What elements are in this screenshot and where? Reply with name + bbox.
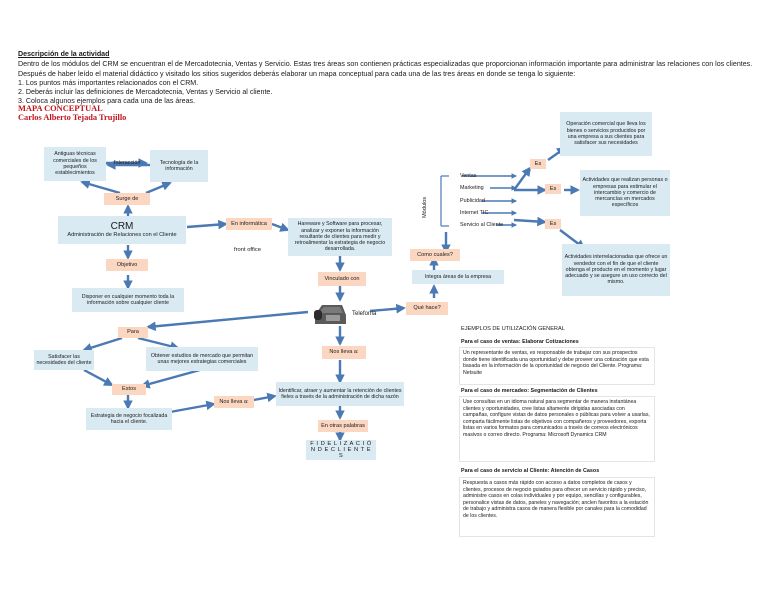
es-label-servicio: Es — [545, 219, 561, 229]
description-line-4: 2. Deberás incluir las definiciones de M… — [18, 88, 273, 96]
description-line-3: 1. Los puntos más importantes relacionad… — [18, 79, 199, 87]
crm-box: CRM Administración de Relaciones con el … — [58, 216, 186, 244]
crm-subtitle: Administración de Relaciones con el Clie… — [67, 232, 177, 239]
identificar-box: Identificar, atraer y aumentar la retenc… — [276, 382, 404, 406]
como-cuales-label: Como cuales? — [410, 249, 460, 261]
antiguas-tecnicas-box: Antiguas técnicas comerciales de los peq… — [44, 147, 106, 181]
ventas-example-text: Un representante de ventas, es responsab… — [459, 347, 655, 385]
telefonia-label: Telefonía — [352, 311, 377, 317]
objetivo-label: Objetivo — [106, 259, 148, 271]
def-ventas-box: Operación comercial que lleva los bienes… — [560, 112, 652, 156]
examples-heading: EJEMPLOS DE UTILIZACIÓN GENERAL — [461, 326, 565, 332]
activity-heading: Descripción de la actividad — [18, 50, 110, 58]
ventas-example-heading: Para el caso de ventas: Elaborar Cotizac… — [461, 339, 579, 345]
module-internet-tic: Internet TIC — [460, 210, 489, 216]
mercadeo-example-heading: Para el caso de mercadeo: Segmentación d… — [461, 388, 598, 394]
integra-areas-box: Integra áreas de la empresa — [412, 270, 504, 284]
en-informatica-label: En informática — [226, 218, 272, 230]
modulos-label: Módulos — [422, 196, 428, 218]
obtener-estudios-box: Obtener estudios de mercado que permitan… — [146, 347, 258, 371]
def-marketing-box: Actividades que realizan personas o empr… — [580, 170, 670, 216]
module-ventas: Ventas — [460, 173, 477, 179]
es-label-marketing: Es — [545, 184, 561, 194]
hardware-software-box: Hareware y Software para procesar, anali… — [288, 218, 392, 256]
mercadeo-example-text: Use consultas en un idioma natural para … — [459, 396, 655, 462]
description-line-1: Dentro de los módulos del CRM se encuent… — [18, 60, 753, 68]
module-marketing: Marketing — [460, 185, 484, 191]
para-label: Para — [118, 327, 148, 338]
vinculado-con-label: Vinculado con — [318, 272, 366, 286]
nos-lleva-label-left: Nos lleva a: — [214, 396, 254, 408]
disponer-box: Disponer en cualquier momento toda la in… — [72, 288, 184, 312]
que-hace-label: Qué hace? — [406, 302, 448, 315]
fidelizacion-box: F I D E L I Z A C I Ó N D E C L I E N T … — [306, 440, 376, 460]
surge-de-label: Surge de — [104, 193, 150, 205]
front-office-label: front office — [234, 247, 261, 253]
satisfacer-box: Satisfacer las necesidades del cliente — [34, 350, 94, 370]
module-publicidad: Publicidad — [460, 198, 485, 204]
estrategia-box: Estrategia de negocio focalizada hacia e… — [86, 408, 172, 430]
servicio-example-text: Respuesta a casos más rápido con acceso … — [459, 477, 655, 537]
es-label-ventas: Es — [530, 159, 546, 169]
map-title: MAPA CONCEPTUAL — [18, 104, 103, 113]
description-line-5: 3. Coloca algunos ejemplos para cada una… — [18, 97, 196, 105]
tecnologia-box: Tecnología de la información — [150, 150, 208, 182]
module-servicio-cliente: Servicio al Cliente — [460, 222, 504, 228]
nos-lleva-label-center: Nos lleva a: — [322, 346, 366, 359]
en-otras-palabras-label: En otras palabras — [318, 420, 368, 432]
def-servicio-box: Actividades interrelacionadas que ofrece… — [562, 244, 670, 296]
estos-label: Estos — [112, 384, 146, 395]
servicio-example-heading: Para el caso de servicio al Cliente: Ate… — [461, 468, 600, 474]
description-line-2: Después de haber leído el material didác… — [18, 70, 576, 78]
interaccion-label: Interacción — [114, 160, 141, 166]
author-name: Carlos Alberto Tejada Trujillo — [18, 113, 127, 122]
telephone-icon — [314, 305, 346, 324]
crm-title: CRM — [110, 221, 134, 233]
